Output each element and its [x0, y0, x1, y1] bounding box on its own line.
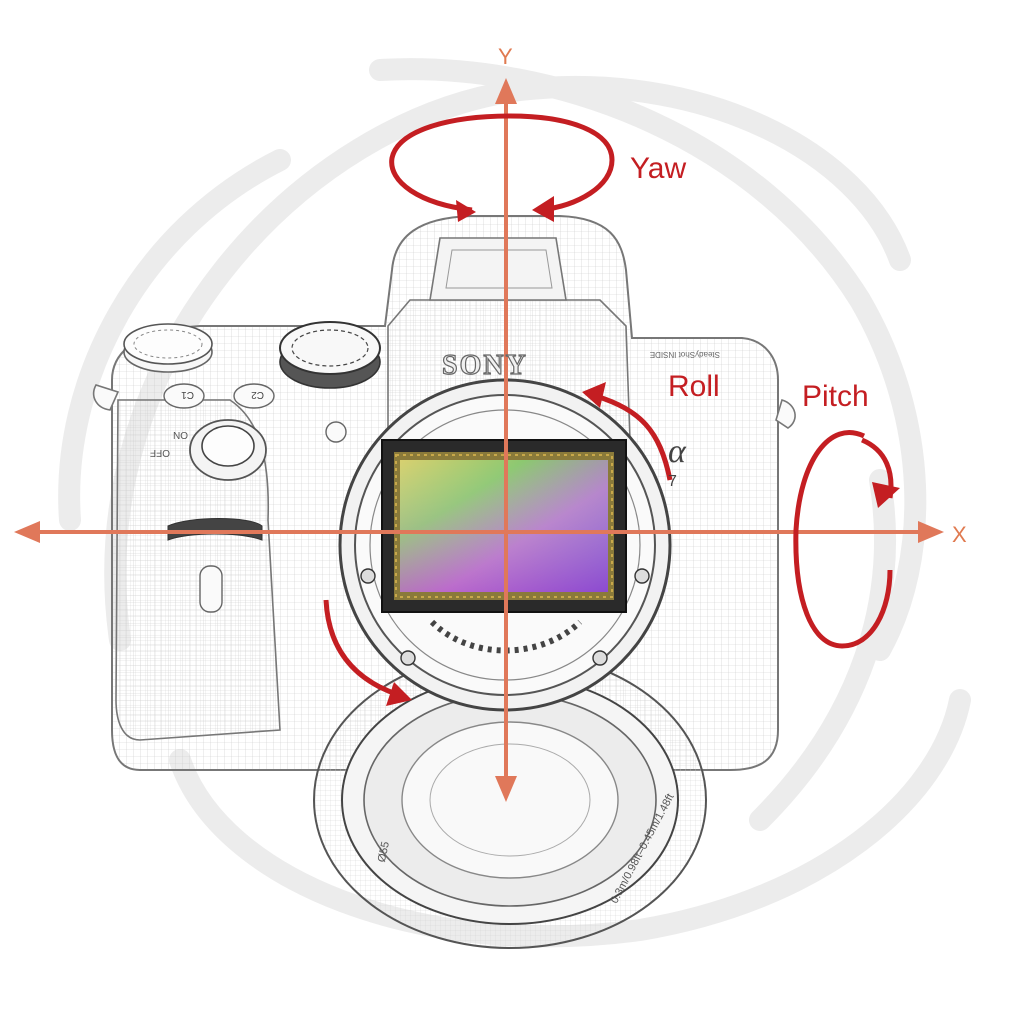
- power-off-label: OFF: [150, 447, 170, 458]
- x-axis-arrow-left: [14, 521, 40, 543]
- y-axis-arrow-top: [495, 78, 517, 104]
- lens-marking-left: Ø55: [376, 840, 392, 863]
- c1-button-label: C1: [181, 389, 194, 400]
- alpha-badge: α: [668, 433, 687, 470]
- c2-button-label: C2: [251, 389, 264, 400]
- x-axis-arrow-right: [918, 521, 944, 543]
- yaw-rotation-arrow: [389, 113, 615, 222]
- pitch-rotation-arrow: [793, 430, 900, 649]
- yaw-label: Yaw: [630, 152, 686, 185]
- axes: [14, 78, 944, 802]
- roll-label: Roll: [668, 370, 720, 403]
- y-axis-arrow-bottom: [495, 776, 517, 802]
- pitch-label: Pitch: [802, 380, 869, 413]
- roll-rotation-arrow: [323, 382, 673, 706]
- lens: [313, 651, 707, 949]
- model-badge: 7: [668, 473, 677, 490]
- x-axis-label: X: [952, 522, 967, 547]
- power-on-label: ON: [173, 429, 188, 440]
- watermark-logo: [58, 58, 971, 948]
- y-axis-label: Y: [498, 44, 513, 69]
- steadyshot-text: SteadyShot INSIDE: [650, 350, 720, 359]
- brand-logo: SONY: [442, 350, 528, 381]
